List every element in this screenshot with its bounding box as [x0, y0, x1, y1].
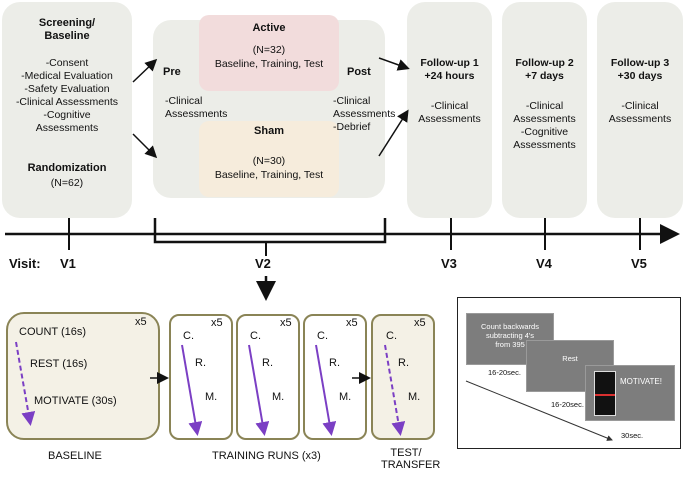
followup-2-title: Follow-up 2+7 days	[515, 57, 574, 82]
test-r: R.	[398, 357, 409, 369]
arrow-to-active	[132, 58, 158, 83]
arrow-active-to-followup	[378, 57, 410, 71]
run-1-arrow	[181, 344, 203, 436]
thermometer-level-line	[595, 394, 615, 396]
run-3-m: M.	[339, 391, 352, 403]
active-desc: Baseline, Training, Test	[214, 58, 324, 70]
screening-items: -Consent -Medical Evaluation -Safety Eva…	[15, 57, 119, 134]
run-3-mult: x5	[346, 317, 358, 329]
run-2-c: C.	[250, 330, 261, 342]
visit-v1: V1	[60, 256, 76, 271]
run-2-arrow	[248, 344, 270, 436]
visit-v4: V4	[536, 256, 552, 271]
run-2-r: R.	[262, 357, 273, 369]
training-caption: TRAINING RUNS (x3)	[212, 450, 321, 462]
baseline-dashed-arrow	[15, 341, 36, 426]
visit-v2: V2	[255, 256, 271, 271]
active-n: (N=32)	[252, 44, 286, 56]
count-duration: 16-20sec.	[488, 368, 521, 377]
randomization-label: Randomization	[27, 162, 107, 174]
screening-title: Screening/Baseline	[38, 17, 96, 42]
visit-v3: V3	[441, 256, 457, 271]
motivate-text: MOTIVATE!	[620, 377, 662, 386]
time-arrow	[465, 380, 613, 441]
arrow-sham-to-followup	[378, 109, 409, 157]
run-1-mult: x5	[211, 317, 223, 329]
baseline-caption: BASELINE	[48, 450, 102, 462]
visit-label: Visit:	[9, 256, 41, 271]
training-run-2	[236, 314, 300, 440]
test-block	[371, 314, 435, 440]
motivate-screen: MOTIVATE!	[585, 365, 675, 421]
run-1-c: C.	[183, 330, 194, 342]
baseline-rest: REST (16s)	[30, 358, 88, 370]
run-1-m: M.	[205, 391, 218, 403]
baseline-block	[6, 312, 160, 440]
sham-desc: Baseline, Training, Test	[214, 169, 324, 181]
test-mult: x5	[414, 317, 426, 329]
sham-n: (N=30)	[252, 155, 286, 167]
followup-1-title: Follow-up 1+24 hours	[420, 57, 479, 82]
followup-3-title: Follow-up 3+30 days	[610, 57, 670, 82]
active-group-box	[199, 15, 339, 91]
followup-1-box	[407, 2, 492, 218]
arrow-to-sham	[132, 133, 158, 159]
randomization-n: (N=62)	[50, 177, 84, 189]
baseline-count: COUNT (16s)	[19, 326, 87, 338]
motivate-duration: 30sec.	[621, 431, 644, 440]
active-title: Active	[252, 22, 286, 34]
test-dashed-arrow	[384, 344, 406, 436]
training-run-1	[169, 314, 233, 440]
test-caption: TEST/TRANSFER	[381, 447, 441, 471]
followup-2-box	[502, 2, 587, 218]
run-3-r: R.	[329, 357, 340, 369]
run-2-m: M.	[272, 391, 285, 403]
run-2-mult: x5	[280, 317, 292, 329]
sham-group-box	[199, 121, 339, 197]
rest-duration: 16-20sec.	[551, 400, 584, 409]
pre-label: Pre	[163, 66, 181, 78]
visit-v5: V5	[631, 256, 647, 271]
post-label: Post	[347, 66, 371, 78]
run-3-c: C.	[317, 330, 328, 342]
baseline-motivate: MOTIVATE (30s)	[34, 395, 117, 407]
run-1-r: R.	[195, 357, 206, 369]
screening-box	[2, 2, 132, 218]
followup-3-box	[597, 2, 683, 218]
test-c: C.	[386, 330, 397, 342]
sham-title: Sham	[254, 125, 284, 137]
motivate-thermometer	[594, 371, 616, 416]
run-3-arrow	[315, 344, 337, 436]
v2-bracket	[153, 218, 387, 244]
baseline-mult: x5	[135, 316, 147, 328]
test-m: M.	[408, 391, 421, 403]
